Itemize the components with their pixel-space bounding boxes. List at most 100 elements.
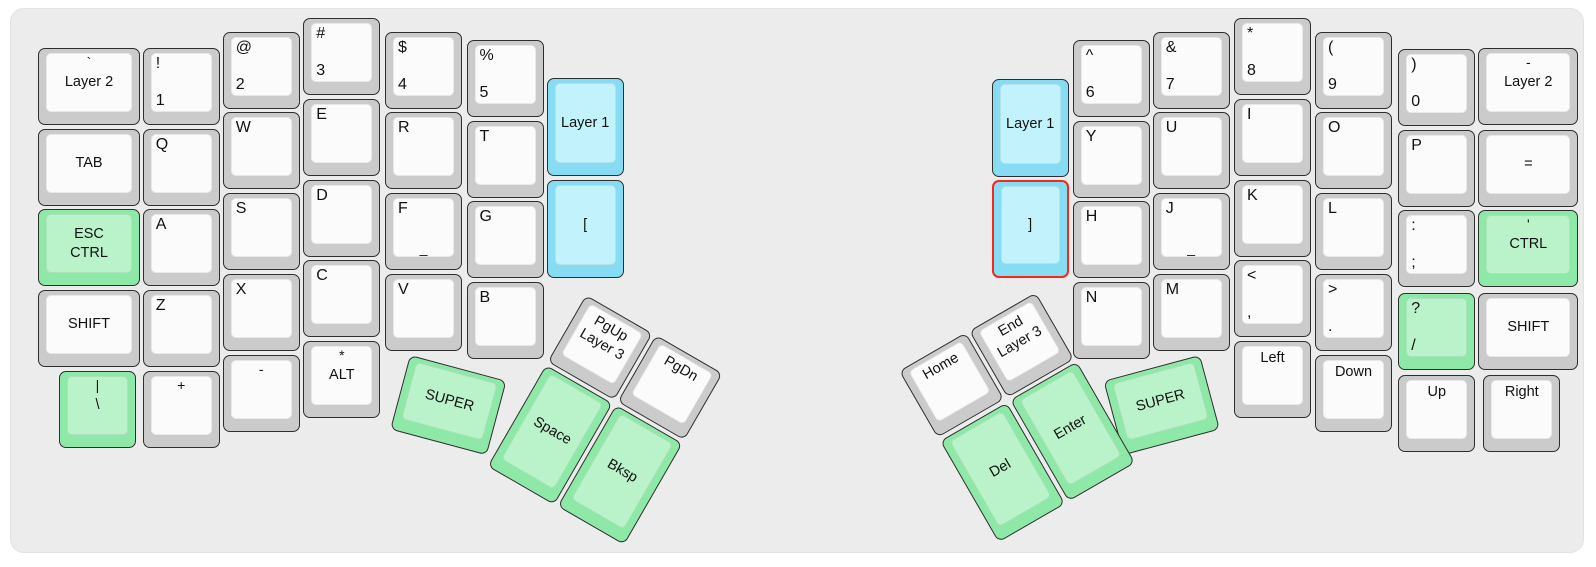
key-legend: < [1247,266,1256,285]
key-legend: ESCCTRL [47,215,131,272]
key-g[interactable]: G [467,201,544,278]
keycap-top: -Layer 2 [1486,53,1570,112]
key-t[interactable]: T [467,121,544,198]
key-exclam-1[interactable]: !1 [143,48,220,125]
key-q[interactable]: Q [143,129,220,206]
key-arrow-up[interactable]: Up [1398,375,1475,452]
keycap-top: T [475,126,536,185]
keycap-top: *8 [1242,23,1303,82]
key-legend: . [1328,317,1332,336]
key-colon-semicolon[interactable]: :; [1398,210,1475,287]
key-z[interactable]: Z [143,290,220,367]
key-legend: = [1487,136,1569,193]
key-v[interactable]: V [385,274,462,351]
key-shift-left[interactable]: SHIFT [38,290,140,367]
key-lt-comma[interactable]: <, [1234,260,1311,337]
keycap-top: [ [555,185,616,265]
keycap-top: = [1486,135,1570,194]
key-question-slash[interactable]: ?/ [1398,293,1475,370]
key-percent-5[interactable]: %5 [467,40,544,117]
key-equals[interactable]: = [1478,130,1578,207]
key-legend: A [156,215,167,234]
key-f[interactable]: F_ [385,193,462,270]
key-arrow-right[interactable]: Right [1483,375,1560,452]
keycap-top: U [1161,117,1222,176]
keycap-top: X [231,279,292,338]
key-esc-ctrl[interactable]: ESCCTRL [38,209,140,286]
key-amp-7[interactable]: &7 [1153,32,1230,109]
key-dollar-4[interactable]: $4 [385,32,462,109]
key-star-alt[interactable]: *ALT [303,341,380,418]
key-pipe-backslash[interactable]: |\ [59,371,136,448]
key-plus[interactable]: + [143,371,220,448]
key-star-8[interactable]: *8 [1234,18,1311,95]
key-m[interactable]: M [1153,274,1230,351]
key-u[interactable]: U [1153,112,1230,189]
keycap-top: `Layer 2 [46,53,132,112]
key-legend: L [1328,199,1337,218]
key-arrow-left[interactable]: Left [1234,341,1311,418]
key-j[interactable]: J_ [1153,193,1230,270]
key-i[interactable]: I [1234,99,1311,176]
key-e[interactable]: E [303,99,380,176]
keycap-top: Z [151,295,212,354]
key-legend: _ [394,241,453,256]
key-s[interactable]: S [223,193,300,270]
key-d[interactable]: D [303,180,380,257]
key-w[interactable]: W [223,112,300,189]
key-legend: O [1328,118,1340,137]
key-legend: SUPER [402,363,496,439]
key-shift-right[interactable]: SHIFT [1478,293,1578,370]
key-x[interactable]: X [223,274,300,351]
key-legend: W [236,118,251,137]
key-legend: H [1086,207,1098,226]
keycap-top: 'CTRL [1486,215,1570,274]
key-k[interactable]: K [1234,180,1311,257]
key-caret-6[interactable]: ^6 [1073,40,1150,117]
key-legend: _ [1162,241,1221,256]
keycap-top: SUPER [1112,362,1208,441]
key-layer1-left[interactable]: Layer 1 [547,78,624,176]
key-right-bracket[interactable]: ] [992,180,1069,278]
key-legend: ? [1411,299,1420,318]
key-c[interactable]: C [303,260,380,337]
key-h[interactable]: H [1073,201,1150,278]
key-quote-ctrl[interactable]: 'CTRL [1478,210,1578,287]
key-legend: ^ [1086,46,1094,65]
key-a[interactable]: A [143,209,220,286]
key-legend: S [236,199,247,218]
key-minus-left[interactable]: - [223,355,300,432]
key-legend: 1 [156,91,165,110]
key-y[interactable]: Y [1073,121,1150,198]
key-legend: # [316,24,325,43]
key-legend: 3 [316,61,325,80]
key-left-bracket[interactable]: [ [547,180,624,278]
key-r[interactable]: R [385,112,462,189]
keycap-top: |\ [67,376,128,435]
key-layer1-right[interactable]: Layer 1 [992,79,1069,177]
keycap-top: Down [1323,360,1384,419]
key-rparen-0[interactable]: )0 [1398,49,1475,126]
key-lparen-9[interactable]: (9 [1315,32,1392,109]
key-o[interactable]: O [1315,112,1392,189]
keycap-top: R [393,117,454,176]
key-b[interactable]: B [467,282,544,359]
key-tab[interactable]: TAB [38,129,140,206]
key-legend: Right [1492,383,1551,401]
keycap-top: <, [1242,265,1303,324]
key-l[interactable]: L [1315,193,1392,270]
key-layer2-right[interactable]: -Layer 2 [1478,48,1578,125]
key-n[interactable]: N [1073,282,1150,359]
key-layer2-left[interactable]: `Layer 2 [38,48,140,125]
key-at-2[interactable]: @2 [223,32,300,109]
key-gt-period[interactable]: >. [1315,274,1392,351]
key-arrow-down[interactable]: Down [1315,355,1392,432]
keycap-top: N [1081,287,1142,346]
key-hash-3[interactable]: #3 [303,18,380,95]
key-legend: Y [1086,127,1097,146]
key-legend: 0 [1411,92,1420,111]
key-p[interactable]: P [1398,130,1475,207]
key-legend: X [236,280,247,299]
keycap-top: SHIFT [46,295,132,354]
